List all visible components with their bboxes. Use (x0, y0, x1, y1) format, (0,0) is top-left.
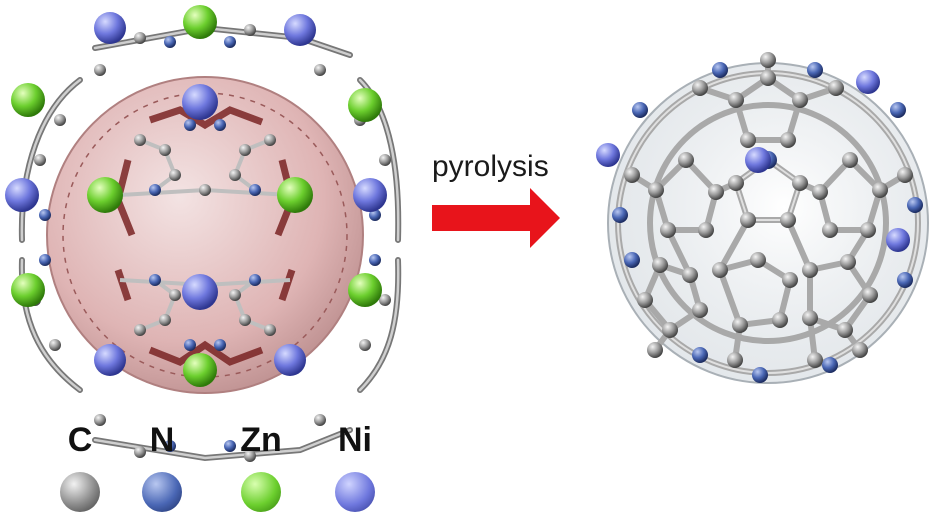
process-label: pyrolysis (432, 150, 549, 183)
legend-symbol: C (67, 421, 93, 459)
cage-zinc-atoms (11, 5, 382, 387)
legend-atom-ball (60, 472, 100, 512)
legend-item-c: C (45, 420, 115, 512)
legend-atom-ball (241, 472, 281, 512)
reaction-arrow (432, 188, 560, 248)
n-doped-carbon-shell (596, 52, 929, 384)
cage-cavity-sphere (46, 76, 364, 394)
legend-atom-ball (142, 472, 182, 512)
cage-nitrogen-atoms (39, 36, 381, 452)
legend-item-ni: Ni (320, 420, 390, 512)
legend-symbol: N (149, 421, 175, 459)
shell-nickel-atoms (596, 70, 910, 252)
legend-symbol: Ni (338, 421, 372, 459)
legend-item-n: N (127, 420, 197, 512)
shell-carbon-atoms (624, 52, 913, 368)
legend-item-zn: Zn (226, 420, 296, 512)
zif-cage-structure (5, 5, 402, 462)
cage-nickel-atoms (5, 12, 387, 376)
legend-symbol: Zn (240, 421, 282, 459)
legend-atom-ball (335, 472, 375, 512)
